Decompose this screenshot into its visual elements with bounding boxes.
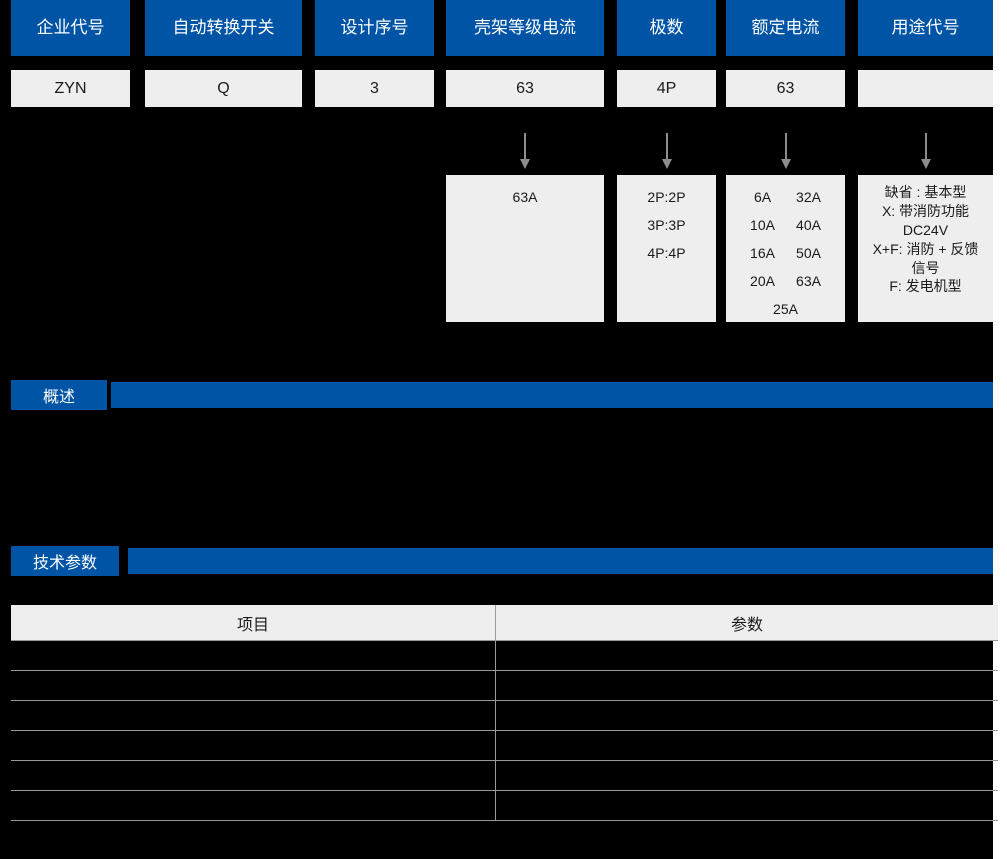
table-cell: [495, 640, 998, 671]
code-detail-line: X+F: 消防 + 反馈: [872, 240, 979, 257]
section-title: 技术参数: [11, 546, 119, 576]
code-column-2: 自动转换开关 Q: [145, 0, 302, 107]
code-column-3: 设计序号 3: [315, 0, 434, 107]
code-column-value: 4P: [617, 70, 716, 107]
section-divider: [111, 382, 993, 408]
code-column-header: 设计序号: [315, 0, 434, 56]
code-detail-value: 40A: [796, 217, 821, 233]
code-detail-value: 10A: [750, 217, 775, 233]
code-detail-pair: 16A 50A: [726, 239, 845, 267]
code-detail-pair: 10A 40A: [726, 211, 845, 239]
section-bar: 概述: [0, 380, 993, 410]
code-column-value: Q: [145, 70, 302, 107]
code-detail-value: 32A: [796, 189, 821, 205]
section-divider: [128, 548, 993, 574]
code-detail-line: X: 带消防功能: [881, 202, 970, 219]
code-detail-line: 缺省 : 基本型: [884, 184, 967, 200]
code-detail-box: 63A: [446, 175, 604, 322]
table-header-row: 项目参数: [11, 605, 998, 641]
code-column-header: 极数: [617, 0, 716, 56]
down-arrow-icon: [920, 133, 932, 169]
code-column-value: 63: [446, 70, 604, 107]
code-column-header: 额定电流: [726, 0, 845, 56]
down-arrow-icon: [780, 133, 792, 169]
code-column-header: 用途代号: [858, 0, 993, 56]
down-arrow-icon: [519, 133, 531, 169]
code-detail-box: 2P:2P 3P:3P 4P:4P: [617, 175, 716, 322]
table-row: [11, 640, 998, 671]
table-cell: [11, 700, 496, 731]
code-detail-line: 信号: [911, 259, 940, 276]
table-row: [11, 790, 998, 821]
code-column-value: [858, 70, 993, 107]
code-column-header: 壳架等级电流: [446, 0, 604, 56]
code-detail-value: 50A: [796, 245, 821, 261]
table-cell: [495, 700, 998, 731]
code-column-4: 壳架等级电流 63: [446, 0, 604, 107]
code-detail-box: 6A 32A 10A 40A 16A 50A 20A 63A 25A: [726, 175, 845, 322]
code-detail-value: 20A: [750, 273, 775, 289]
table-row: [11, 760, 998, 791]
table-row: [11, 670, 998, 701]
code-column-6: 额定电流 63: [726, 0, 845, 107]
code-detail-value: 6A: [753, 189, 772, 205]
table-cell: [11, 760, 496, 791]
code-detail-pair: 20A 63A: [726, 267, 845, 295]
table-column-header: 项目: [11, 605, 496, 641]
code-detail-pair: 6A 32A: [726, 183, 845, 211]
table-cell: [11, 730, 496, 761]
code-detail-value: 63A: [796, 273, 821, 289]
code-column-header: 企业代号: [11, 0, 130, 56]
model-code-diagram: 企业代号 ZYN 自动转换开关 Q 设计序号 3 壳架等级电流 63 极数 4P 额定电流 63 用途代…: [0, 0, 993, 340]
down-arrow-icon: [661, 133, 673, 169]
code-detail-line: 2P:2P: [647, 189, 686, 205]
code-detail-line: DC24V: [902, 221, 949, 238]
code-column-header: 自动转换开关: [145, 0, 302, 56]
table-cell: [11, 670, 496, 701]
table-row: [11, 730, 998, 761]
table-cell: [495, 790, 998, 821]
code-column-value: 3: [315, 70, 434, 107]
table-cell: [495, 730, 998, 761]
code-detail-box: 缺省 : 基本型 X: 带消防功能 DC24V X+F: 消防 + 反馈信号 F: 发电…: [858, 175, 993, 322]
code-detail-value: 25A: [773, 301, 798, 317]
code-detail-line: F: 发电机型: [889, 278, 962, 295]
spec-table: 项目参数: [11, 605, 998, 821]
code-column-value: ZYN: [11, 70, 130, 107]
code-column-7: 用途代号: [858, 0, 993, 107]
code-column-1: 企业代号 ZYN: [11, 0, 130, 107]
section-bar: 技术参数: [0, 546, 993, 576]
table-row: [11, 700, 998, 731]
table-cell: [495, 760, 998, 791]
code-column-value: 63: [726, 70, 845, 107]
table-column-header: 参数: [495, 605, 998, 641]
section-title: 概述: [11, 380, 107, 410]
table-cell: [11, 640, 496, 671]
code-detail-value: 16A: [750, 245, 775, 261]
code-detail-pair: 25A: [726, 295, 845, 323]
code-column-5: 极数 4P: [617, 0, 716, 107]
table-cell: [11, 790, 496, 821]
table-cell: [495, 670, 998, 701]
code-detail-line: 4P:4P: [647, 245, 686, 262]
code-detail-line: 63A: [512, 189, 538, 205]
code-detail-line: 3P:3P: [647, 217, 686, 234]
